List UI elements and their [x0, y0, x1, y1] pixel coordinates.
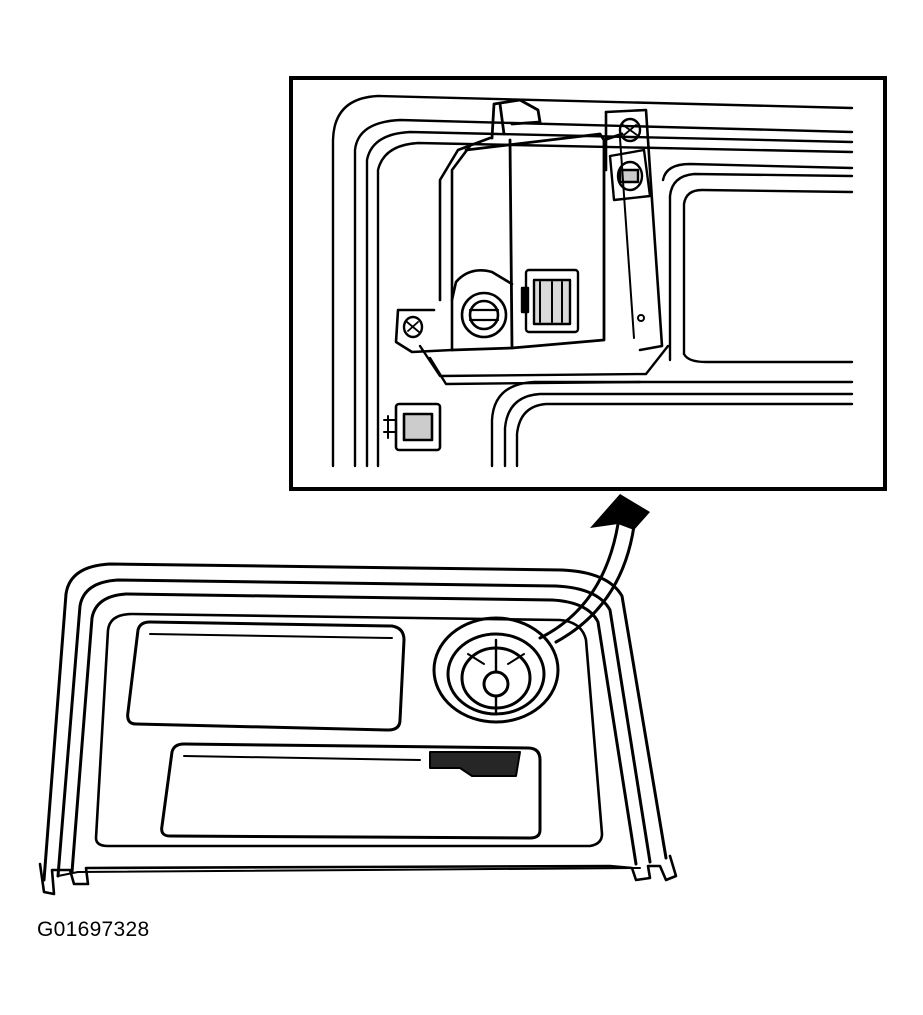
- latch-tab-icon: [429, 751, 521, 777]
- bolt-icon: [618, 117, 642, 143]
- figure-id-label: G01697328: [37, 918, 150, 941]
- upper-opening: [126, 620, 406, 732]
- module-mounting-bracket: [394, 108, 664, 354]
- lower-opening: [160, 742, 542, 840]
- panel-inner-face: [94, 612, 604, 848]
- detail-inset: [289, 76, 887, 491]
- inset-housing-contours: [331, 94, 854, 468]
- harness-connector-icon: [383, 402, 442, 452]
- module-socket-icon: [450, 269, 514, 339]
- side-bolt-icon: [608, 148, 652, 202]
- bolt-icon: [402, 315, 424, 339]
- panel-outer-edge: [42, 562, 668, 882]
- arrow-head-icon: [590, 494, 650, 530]
- console-trim-panel: [38, 562, 678, 896]
- control-module: [450, 98, 645, 352]
- dome-lamp-socket-icon: [432, 616, 560, 724]
- panel-bottom-clips: [38, 854, 678, 896]
- module-connector-icon: [520, 268, 580, 334]
